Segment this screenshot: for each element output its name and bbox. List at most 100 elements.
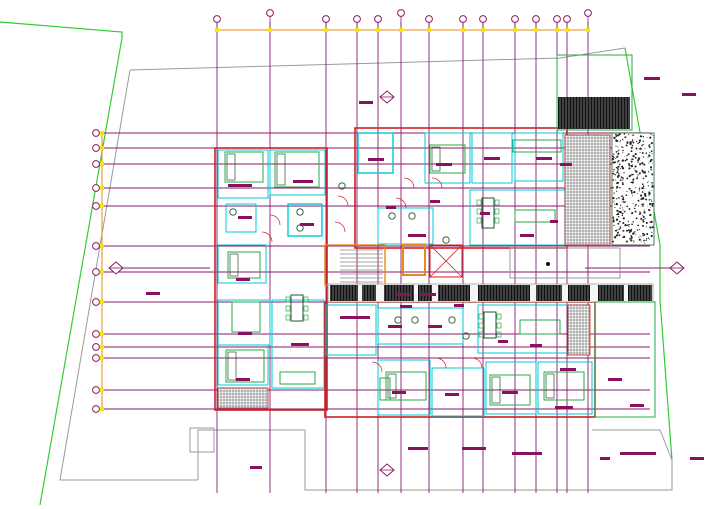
chair (496, 322, 502, 329)
room-label-bar (392, 391, 406, 394)
stone-dot (616, 155, 619, 158)
chair (285, 305, 291, 312)
stone-dot (616, 182, 618, 184)
room-label-bar (430, 200, 440, 203)
stone-dot (632, 178, 635, 181)
stone-dot (639, 147, 642, 150)
stone-dot (616, 209, 619, 212)
stone-dot (622, 235, 626, 239)
grid-bubble (92, 202, 100, 210)
door-swing (395, 197, 407, 209)
dimension-tick (355, 28, 359, 32)
stone-dot (650, 200, 653, 202)
stone-dot (650, 190, 652, 192)
dimension-tick (100, 244, 104, 248)
bottom-wing-room-4 (537, 361, 593, 415)
sofa (379, 377, 391, 401)
stone-dot (619, 141, 621, 143)
stone-dot (645, 226, 647, 228)
dimension-tick (100, 407, 104, 411)
stone-dot (638, 229, 640, 231)
stone-dot (632, 203, 634, 205)
stone-dot (638, 139, 642, 142)
stone-dot (626, 177, 629, 180)
stone-dot (619, 227, 622, 229)
stone-dot (612, 155, 614, 158)
stone-dot (624, 159, 627, 162)
pillow (229, 253, 239, 277)
stone-dot (642, 156, 645, 158)
pillow (226, 153, 236, 181)
room-label-bar (512, 452, 542, 455)
stone-dot (637, 161, 639, 163)
stone-dot (632, 154, 635, 158)
stone-dot (648, 144, 650, 147)
stone-dot (626, 190, 628, 192)
stone-dot (628, 162, 630, 165)
dimension-tick (100, 388, 104, 392)
terrace-black-hatch (558, 97, 630, 129)
corridor-hatch (628, 285, 652, 301)
door-swing (337, 195, 349, 207)
stone-dot (628, 175, 631, 178)
room-label-bar (560, 368, 576, 371)
door-swing (403, 177, 415, 189)
stone-dot (611, 157, 615, 161)
stone-dot (651, 231, 653, 233)
stone-dot (623, 210, 626, 213)
stone-dot (643, 163, 646, 166)
grid-bubble (92, 354, 100, 362)
stone-dot (649, 202, 652, 206)
stone-dot (625, 240, 628, 243)
door-swing (269, 214, 281, 226)
stone-dot (612, 218, 615, 220)
stone-dot (642, 219, 644, 221)
courtyard-stone-hatch (611, 132, 655, 246)
stone-dot (631, 173, 634, 176)
dimension-tick (100, 146, 104, 150)
stone-dot (632, 181, 634, 184)
chair (476, 217, 482, 224)
bottom-wing-room-5 (325, 304, 377, 356)
stone-dot (639, 162, 642, 166)
dimension-tick (481, 28, 485, 32)
stone-dot (621, 167, 625, 170)
stone-dot (635, 165, 637, 167)
room-label-bar (293, 180, 313, 183)
stone-dot (628, 167, 631, 170)
stair-core (324, 244, 386, 286)
stone-dot (649, 144, 651, 146)
stone-dot (646, 136, 648, 138)
stone-dot (637, 174, 639, 176)
stone-dot (633, 173, 635, 175)
plumbing-fixture (408, 212, 416, 220)
stone-dot (625, 144, 628, 147)
stone-dot (619, 139, 621, 141)
stone-dot (641, 162, 644, 165)
stone-dot (649, 192, 651, 195)
stone-dot (647, 182, 649, 183)
stone-dot (632, 232, 635, 235)
dimension-tick (100, 270, 104, 274)
stone-dot (631, 237, 633, 239)
stone-dot (616, 198, 618, 200)
stone-dot (650, 220, 653, 224)
dimension-tick (100, 300, 104, 304)
stone-dot (642, 215, 644, 217)
stone-dot (641, 183, 644, 186)
stone-dot (622, 151, 624, 153)
stone-dot (649, 238, 651, 240)
room-label-bar (400, 305, 412, 308)
stone-dot (613, 153, 615, 155)
grid-bubble (92, 343, 100, 351)
stone-dot (624, 224, 627, 227)
grid-bubble (553, 15, 561, 23)
stone-dot (641, 168, 643, 170)
stone-dot (621, 146, 623, 148)
stone-dot (634, 187, 636, 189)
stone-dot (648, 221, 650, 223)
room-label-bar (608, 378, 622, 381)
stone-dot (637, 205, 640, 207)
stone-dot (614, 161, 617, 163)
